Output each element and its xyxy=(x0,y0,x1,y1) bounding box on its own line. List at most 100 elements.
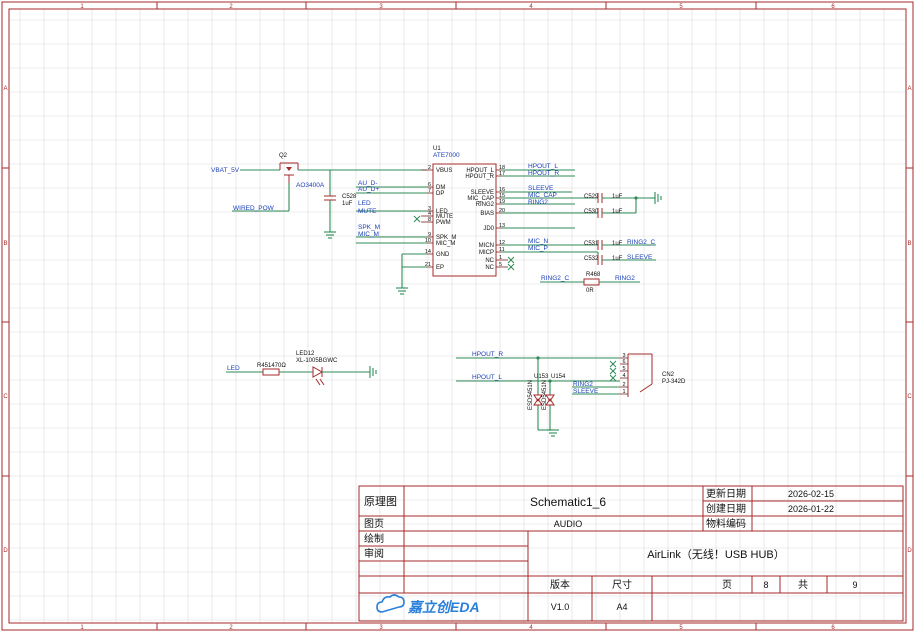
u1-pin-number: 21 xyxy=(425,262,431,268)
row-labels: A B C D A B C D xyxy=(3,86,912,554)
row-label-left: B xyxy=(3,241,7,247)
net-au-dp: AU_D+ xyxy=(358,186,379,193)
col-label-top: 1 xyxy=(80,4,84,10)
esd2-value: ESD5451N xyxy=(542,380,548,410)
c529-capacitor[interactable]: C529 1uF xyxy=(584,193,650,203)
logo-text: 嘉立创EDA xyxy=(407,599,480,615)
net-vbat: VBAT_5V xyxy=(211,167,240,174)
u1-pin-name: MICP xyxy=(479,250,494,256)
c531-ref: C531 xyxy=(584,241,599,247)
r468-ref: R468 xyxy=(586,272,601,278)
net-hpout-l: HPOUT_L xyxy=(528,163,558,170)
net-led: LED xyxy=(358,200,371,207)
net-au-dm: AU_D- xyxy=(358,180,378,187)
u1-pin-number: 18 xyxy=(499,165,505,171)
cn2-pin-number: 5 xyxy=(622,366,625,372)
row-label-right: D xyxy=(907,548,912,554)
c528-ref: C528 xyxy=(342,194,357,200)
q2-value: AO3400A xyxy=(296,182,325,189)
cn2-pin: 2 xyxy=(620,382,628,388)
r468-value: 0R xyxy=(586,288,594,294)
u1-pin-name: RING2 xyxy=(476,202,495,208)
esd1-value: ESD5451N xyxy=(528,380,534,410)
u1-pin-number: 15 xyxy=(499,193,505,199)
u1-pin-number: 5 xyxy=(499,262,502,268)
u1-pin-right: 5NC xyxy=(485,262,508,271)
esd1-ref: U153 xyxy=(534,374,549,380)
net-wired-pow: WIRED_POW xyxy=(233,205,275,212)
led-circuit[interactable]: R451470Ω LED12 XL-1005BGWC xyxy=(226,351,377,386)
review-label: 审阅 xyxy=(364,547,384,560)
u1-ref: U1 xyxy=(433,146,441,152)
page-label: 图页 xyxy=(364,518,384,530)
net-ring2-j: RING2 xyxy=(573,381,593,388)
total-pages: 9 xyxy=(852,580,857,590)
u1-pin-number: 11 xyxy=(499,247,505,253)
u1-pin-number: 14 xyxy=(425,249,431,255)
q2-mosfet-switch[interactable]: Q2 AO3400A xyxy=(232,153,427,212)
background-grid xyxy=(9,9,906,623)
row-label-right: C xyxy=(907,394,912,400)
u1-pin-number: 19 xyxy=(499,199,505,205)
c532-value: 1uF xyxy=(612,256,623,262)
c530-capacitor[interactable]: C530 1uF xyxy=(584,198,637,218)
esd-diodes[interactable]: U153 U154 ESD5451N ESD5451N xyxy=(528,374,566,410)
u1-pin-name: MIC_CAP xyxy=(467,196,494,202)
cn2-pin: 6 xyxy=(620,359,628,365)
ground-symbol xyxy=(650,192,662,204)
u1-pin-number: 9 xyxy=(428,232,431,238)
c528-capacitor[interactable]: C528 1uF xyxy=(324,170,357,239)
row-label-left: C xyxy=(3,394,8,400)
cn2-ref: CN2 xyxy=(662,372,675,378)
u1-pin-name: MICN xyxy=(479,243,494,249)
net-mic-cap: MIC_CAP xyxy=(528,192,557,199)
page-word: 页 xyxy=(722,579,732,591)
cn2-pin-number: 2 xyxy=(622,382,625,388)
created-label: 创建日期 xyxy=(706,502,746,515)
sheet-title: Schematic1_6 xyxy=(530,495,606,509)
page-number: 8 xyxy=(763,580,768,590)
c530-value: 1uF xyxy=(612,209,623,215)
size-label: 尺寸 xyxy=(612,578,632,591)
u1-pin-name: VBUS xyxy=(436,168,452,174)
u1-pin-name: SPK_M xyxy=(436,235,456,241)
u1-pin-number: 10 xyxy=(425,238,431,244)
u1-pin-name: MIC_M xyxy=(436,241,455,247)
cn2-pin-number: 4 xyxy=(622,373,625,379)
c531-capacitor[interactable]: C531 1uF xyxy=(584,240,656,250)
c531-value: 1uF xyxy=(612,241,623,247)
jack-wires xyxy=(456,356,620,437)
col-label-bottom: 3 xyxy=(379,625,383,631)
net-sleeve-j: SLEEVE xyxy=(573,388,599,395)
c532-capacitor[interactable]: C532 1uF xyxy=(584,252,656,265)
r468-resistor[interactable]: R468 0R xyxy=(540,272,640,294)
u1-pin-number: 8 xyxy=(428,217,431,223)
u1-pin-name: GND xyxy=(436,252,450,258)
u1-pin-number: 16 xyxy=(499,187,505,193)
net-ring2-c: RING2_C xyxy=(627,239,655,246)
drawn-label: 绘制 xyxy=(364,532,384,545)
net-mute: MUTE xyxy=(358,208,377,215)
u1-pin-name: MUTE xyxy=(436,214,453,220)
updated-label: 更新日期 xyxy=(706,487,746,500)
u1-pin-number: 20 xyxy=(499,208,505,214)
net-mic-p: MIC_P xyxy=(528,245,548,252)
c532-ref: C532 xyxy=(584,256,599,262)
page-name: AUDIO xyxy=(554,519,583,529)
u1-pin-name: LED xyxy=(436,209,448,215)
u1-pin-number: 6 xyxy=(428,182,431,188)
title-block xyxy=(358,485,904,622)
u1-pin-number: 3 xyxy=(428,206,431,212)
u1-pin-name: PWM xyxy=(436,220,451,226)
u1-pin-number: 13 xyxy=(499,223,505,229)
u1-pin-number: 1 xyxy=(499,255,502,261)
esd2-ref: U154 xyxy=(551,374,566,380)
row-label-left: A xyxy=(3,86,7,92)
col-label-bottom: 5 xyxy=(679,625,683,631)
version-value: V1.0 xyxy=(551,602,570,612)
u1-pin-number: 4 xyxy=(428,211,431,217)
